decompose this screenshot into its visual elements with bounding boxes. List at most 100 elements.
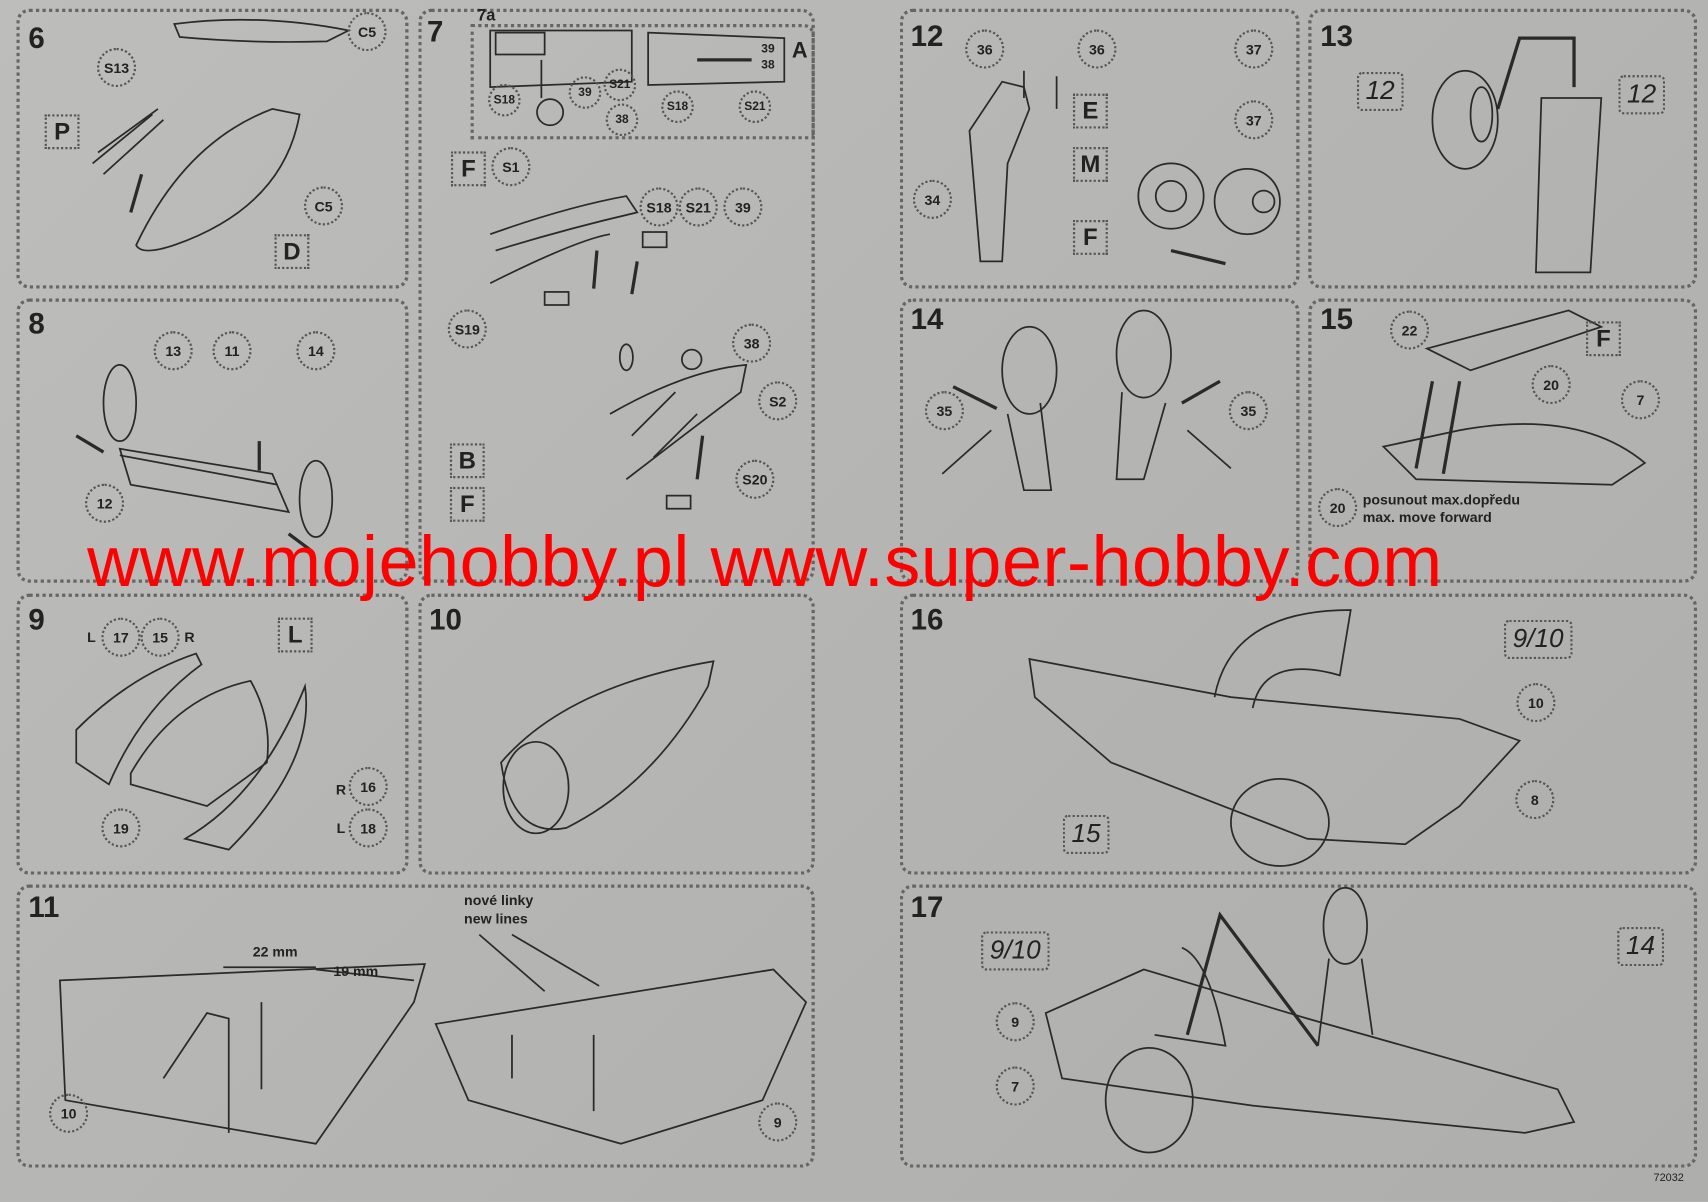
side-label: L xyxy=(336,819,346,837)
step-number: 17 xyxy=(910,891,944,924)
step-number: 13 xyxy=(1320,19,1353,53)
step-8-panel xyxy=(16,298,409,583)
part-callout: 39 xyxy=(568,76,602,109)
step-reference: 12 xyxy=(1356,71,1404,112)
part-callout: 36 xyxy=(965,29,1005,69)
step-number: 14 xyxy=(910,302,944,336)
part-callout: 20 xyxy=(1531,364,1571,405)
sprue-callout: M xyxy=(1072,147,1108,182)
part-callout: 7 xyxy=(995,1066,1035,1106)
step-16-panel xyxy=(899,593,1698,875)
part-callout: C5 xyxy=(303,186,344,226)
kit-code: 72032 xyxy=(1653,1172,1684,1185)
part-callout: 14 xyxy=(296,331,336,371)
step-10-panel xyxy=(418,593,815,875)
part-callout: 10 xyxy=(49,1093,89,1133)
part-callout: 36 xyxy=(1077,29,1117,69)
part-callout: 34 xyxy=(912,179,953,219)
part-callout: S2 xyxy=(758,381,798,421)
part-callout: S13 xyxy=(96,47,137,88)
note-czech: nové linky xyxy=(464,892,534,909)
part-callout: 38 xyxy=(605,103,639,137)
sprue-callout: E xyxy=(1072,93,1108,129)
step-number: 7 xyxy=(427,15,444,48)
step-17-panel xyxy=(899,884,1698,1168)
dimension-label: 19 mm xyxy=(333,962,379,980)
step-11-panel xyxy=(16,884,815,1168)
step-number: 9 xyxy=(28,603,45,637)
part-callout: S18 xyxy=(639,187,679,227)
part-callout: S21 xyxy=(678,187,718,227)
part-callout: 39 xyxy=(761,42,775,56)
part-callout: 35 xyxy=(1228,391,1268,431)
step-number: 8 xyxy=(28,307,45,340)
sprue-callout: P xyxy=(44,114,80,150)
step-13-panel xyxy=(1308,8,1698,289)
step-reference: 12 xyxy=(1618,75,1665,115)
step-number: 16 xyxy=(910,603,944,637)
step-9-panel xyxy=(16,593,409,875)
sprue-callout: F xyxy=(1586,321,1621,357)
step-number: 6 xyxy=(28,21,45,55)
sprue-callout: F xyxy=(450,151,486,187)
side-label: R xyxy=(335,781,347,798)
step-7-panel xyxy=(418,8,815,583)
part-callout: 15 xyxy=(140,617,180,657)
part-callout: 20 xyxy=(1318,488,1358,528)
part-callout: 10 xyxy=(1516,682,1556,723)
note-english: max. move forward xyxy=(1362,508,1492,526)
part-callout: S19 xyxy=(447,309,487,349)
part-callout: 11 xyxy=(212,331,252,371)
part-callout: 38 xyxy=(761,58,775,72)
part-callout: S20 xyxy=(735,459,775,499)
part-callout: 7 xyxy=(1620,380,1661,420)
part-callout: 12 xyxy=(84,483,125,523)
side-label: L xyxy=(87,629,96,646)
step-number: 15 xyxy=(1320,302,1353,336)
step-reference: 9/10 xyxy=(981,931,1050,971)
step-7a-inset xyxy=(470,23,815,140)
part-callout: 9 xyxy=(758,1102,798,1142)
step-14-panel xyxy=(899,298,1300,583)
part-callout: 18 xyxy=(348,808,388,848)
note-czech: posunout max.dopředu xyxy=(1362,491,1521,508)
sprue-callout: L xyxy=(277,617,313,653)
part-callout: 13 xyxy=(153,331,193,371)
part-callout: C5 xyxy=(347,11,387,52)
step-reference: 9/10 xyxy=(1503,619,1573,660)
step-12-panel xyxy=(899,8,1300,289)
side-label: R xyxy=(184,629,195,646)
sprue-callout: F xyxy=(1072,220,1108,255)
part-callout: 22 xyxy=(1389,310,1430,350)
part-callout: 38 xyxy=(732,323,772,363)
sprue-callout: B xyxy=(449,443,485,479)
step-6-panel xyxy=(16,8,409,289)
step-reference: 15 xyxy=(1062,814,1110,855)
substep-label: 7a xyxy=(477,6,496,26)
dimension-label: 22 mm xyxy=(252,943,298,960)
part-callout: 9 xyxy=(995,1002,1035,1042)
part-callout: 8 xyxy=(1515,779,1555,820)
part-callout: S18 xyxy=(488,83,521,117)
part-callout: 37 xyxy=(1234,100,1274,140)
sprue-callout: F xyxy=(449,486,485,522)
part-callout: 16 xyxy=(348,766,388,807)
step-reference: 14 xyxy=(1617,926,1664,967)
part-callout: S21 xyxy=(738,90,772,124)
sprue-callout: D xyxy=(274,234,310,270)
part-callout: 37 xyxy=(1234,29,1274,69)
part-callout: 35 xyxy=(924,391,965,431)
step-number: 11 xyxy=(28,891,60,924)
note-english: new lines xyxy=(464,910,528,927)
step-number: 10 xyxy=(429,603,462,637)
part-callout: 17 xyxy=(101,617,141,657)
part-callout: 39 xyxy=(723,187,763,227)
part-callout: S18 xyxy=(661,90,694,124)
step-number: 12 xyxy=(910,19,944,53)
part-callout: 19 xyxy=(101,808,141,848)
view-label: A xyxy=(791,39,808,64)
part-callout: S21 xyxy=(603,68,637,102)
step-15-panel xyxy=(1308,298,1698,583)
part-callout: S1 xyxy=(491,147,531,187)
